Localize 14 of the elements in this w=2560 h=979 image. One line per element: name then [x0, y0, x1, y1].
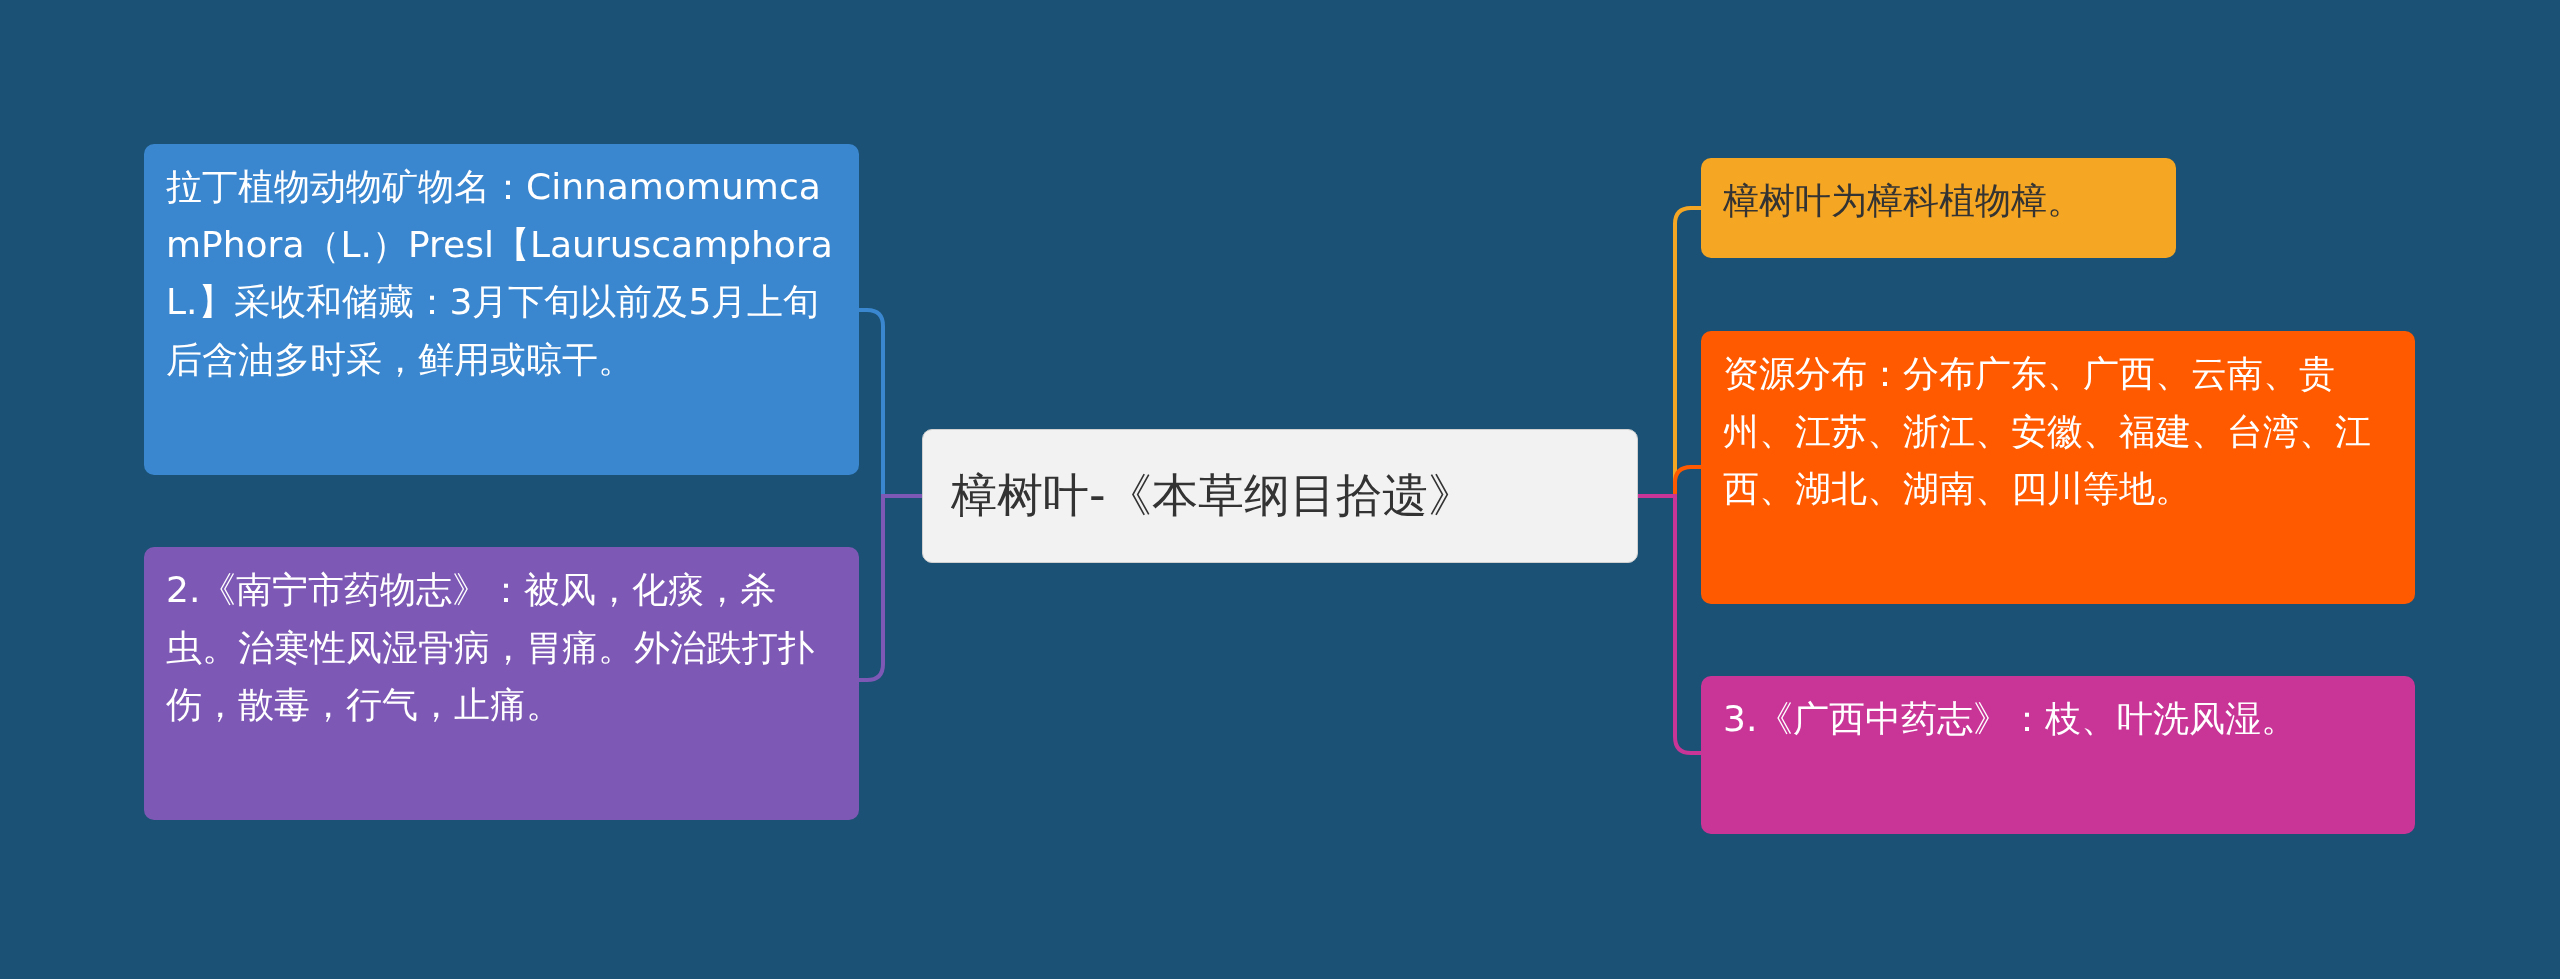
connector-line [1638, 494, 1701, 755]
topic-text: 3.《广西中药志》：枝、叶洗风湿。 [1723, 697, 2298, 741]
topic-box [144, 144, 859, 475]
topic-text: 2.《南宁市药物志》：被风，化痰，杀虫。治寒性风湿骨病，胃痛。外治跌打扑伤，散毒，行气，止痛。 [166, 568, 815, 728]
topic-box [1701, 158, 2176, 258]
topic-text: 资源分布：分布广东、广西、云南、贵州、江苏、浙江、安徽、福建、台湾、江西、湖北、湖南、四川等地。 [1723, 352, 2372, 512]
topic-box [1701, 676, 2415, 834]
topic-text: 拉丁植物动物矿物名：CinnamomumcamPhora（L.）Presl【LauruscamphoraL.】采收和储藏：3月下旬以前及5月上旬后含油多时采，鲜用或晾干。 [166, 165, 834, 382]
topic-text: 樟树叶为樟科植物樟。 [1723, 179, 2083, 223]
topic-box [1701, 331, 2415, 604]
central-topic-box [922, 429, 1638, 563]
connector-line [859, 494, 922, 682]
topic-box [144, 547, 859, 820]
topic-text: 樟树叶-《本草纲目拾遗》 [951, 468, 1474, 524]
